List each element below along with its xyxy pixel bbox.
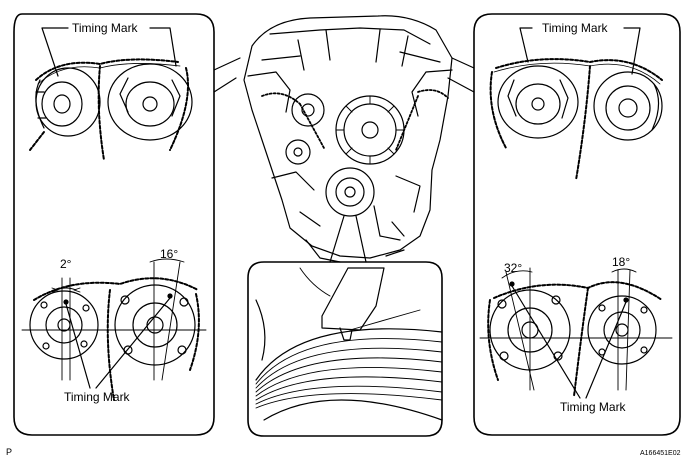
left-detail-panel [13, 13, 241, 436]
figure-code: A166451E02 [640, 450, 681, 457]
crank-pulley-detail-panel [247, 261, 443, 437]
left-small-angle-label: 2° [60, 257, 72, 271]
right-bottom-timing-mark-label: Timing Mark [560, 400, 626, 414]
right-small-angle-label: 18° [612, 255, 631, 269]
left-top-timing-mark-label: Timing Mark [72, 21, 138, 35]
engine-assembly [243, 15, 475, 263]
left-top-camshaft-gears [29, 27, 193, 161]
right-large-angle-label: 32° [504, 261, 523, 275]
right-top-timing-mark-label: Timing Mark [542, 21, 608, 35]
left-bottom-timing-mark-label: Timing Mark [64, 390, 130, 404]
right-detail-panel [473, 13, 681, 436]
right-top-camshaft-gears [489, 27, 663, 181]
page-letter: P [6, 447, 13, 457]
left-bottom-camshaft-gears [21, 258, 207, 401]
right-bottom-camshaft-gears [479, 267, 673, 399]
left-large-angle-label: 16° [160, 247, 179, 261]
